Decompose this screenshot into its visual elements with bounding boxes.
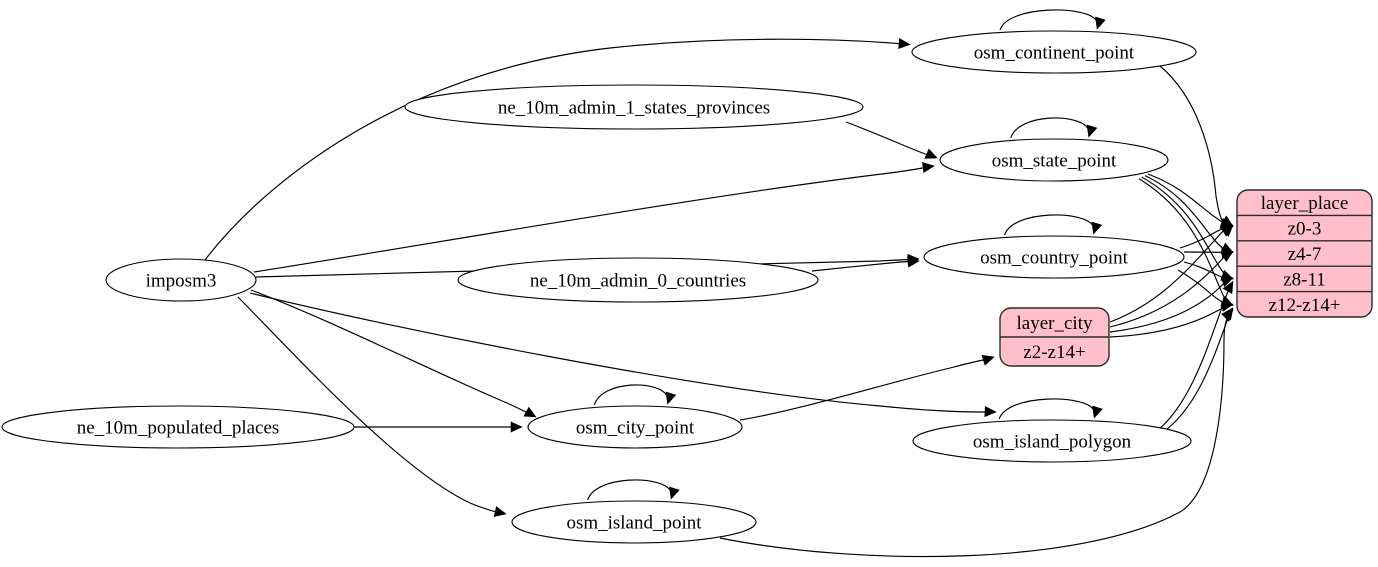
osm_city_point-label: osm_city_point <box>576 418 695 439</box>
self-loop-osm_island_polygon <box>998 398 1103 420</box>
osm_island_polygon-shape <box>912 419 1192 463</box>
edge-osm_island_point-to-layer_place-z12_z14 <box>719 309 1234 558</box>
node-osm_island_polygon[interactable]: osm_island_polygon <box>912 419 1192 463</box>
ne_10m_admin_1_states_provinces-label: ne_10m_admin_1_states_provinces <box>498 98 770 119</box>
layer_place-z0_3-label: z0-3 <box>1288 219 1322 240</box>
edge-ne_10m_admin_0_countries-to-osm_country_point <box>811 256 920 272</box>
record-node-layer_place[interactable]: layer_place z0-3 z4-7 z8-11 z12-z14+ <box>1236 189 1373 318</box>
layer_place-z8_11-label: z8-11 <box>1283 269 1326 290</box>
node-osm_continent_point[interactable]: osm_continent_point <box>911 30 1197 74</box>
self-loop-osm_city_point <box>593 384 677 406</box>
edge-osm_city_point-to-layer_city-z2 <box>739 355 995 421</box>
nodes-layer: imposm3 ne_10m_populated_places ne_10m_adm… <box>1 30 1197 544</box>
ne_10m_admin_0_countries-label: ne_10m_admin_0_countries <box>530 271 746 292</box>
node-osm_island_point[interactable]: osm_island_point <box>511 500 757 544</box>
osm_continent_point-shape <box>911 30 1197 74</box>
node-imposm3[interactable]: imposm3 <box>105 258 257 302</box>
edge-ne_10m_populated_places-to-osm_city_point <box>354 421 523 433</box>
edge-layer_city-to-layer_place-z4_7 <box>1109 251 1234 328</box>
self-loop-osm_continent_point <box>999 9 1106 31</box>
edge-imposm3-to-osm_state_point <box>253 161 935 273</box>
edge-imposm3-to-osm_continent_point <box>204 37 911 261</box>
osm_island_point-label: osm_island_point <box>566 513 702 534</box>
imposm3-label: imposm3 <box>146 271 217 292</box>
edge-imposm3-to-osm_island_point <box>237 296 507 517</box>
node-ne_10m_populated_places[interactable]: ne_10m_populated_places <box>1 405 355 449</box>
node-osm_state_point[interactable]: osm_state_point <box>939 138 1169 182</box>
osm_country_point-shape <box>923 235 1185 279</box>
record-node-layer_city[interactable]: layer_city z2-z14+ <box>999 307 1110 367</box>
self-loop-osm_state_point <box>1010 117 1098 139</box>
osm_country_point-label: osm_country_point <box>980 248 1128 269</box>
node-osm_city_point[interactable]: osm_city_point <box>527 405 743 449</box>
node-ne_10m_admin_1_states_provinces[interactable]: ne_10m_admin_1_states_provinces <box>404 84 864 130</box>
edge-imposm3-to-osm_island_polygon <box>249 292 997 418</box>
osm_state_point-label: osm_state_point <box>992 151 1117 172</box>
layer_city-title-label: layer_city <box>1017 313 1093 334</box>
edge-imposm3-to-osm_city_point <box>250 289 537 418</box>
osm_island_polygon-label: osm_island_polygon <box>973 432 1132 453</box>
self-loop-osm_country_point <box>1004 214 1103 236</box>
edge-layer_city-to-layer_place-z0_3 <box>1109 224 1234 323</box>
edge-layer_city-to-layer_place-z8_11 <box>1109 276 1234 333</box>
layer_place-body <box>1236 189 1373 318</box>
ne_10m_admin_0_countries-shape <box>457 257 819 303</box>
edges-layer <box>204 9 1234 558</box>
layer_place-title-label: layer_place <box>1261 193 1349 214</box>
records-layer: layer_city z2-z14+ layer_place z0-3 z4-7 z8-1… <box>999 189 1373 367</box>
layer_city-z2-label: z2-z14+ <box>1023 342 1085 363</box>
node-osm_country_point[interactable]: osm_country_point <box>923 235 1185 279</box>
edge-osm_state_point-to-layer_place-z0_3 <box>1147 173 1234 227</box>
imposm3-shape <box>105 258 257 302</box>
osm_city_point-shape <box>527 405 743 449</box>
node-ne_10m_admin_0_countries[interactable]: ne_10m_admin_0_countries <box>457 257 819 303</box>
layer_place-z12_z14-label: z12-z14+ <box>1269 295 1341 316</box>
ne_10m_admin_1_states_provinces-shape <box>404 84 864 130</box>
layer_place-z4_7-label: z4-7 <box>1288 244 1322 265</box>
osm_state_point-shape <box>939 138 1169 182</box>
edge-layer_city-to-layer_place-z12_z14 <box>1109 300 1234 338</box>
osm_island_point-shape <box>511 500 757 544</box>
edge-osm_island_polygon-to-layer_place-z8_11 <box>1157 280 1234 431</box>
osm_continent_point-label: osm_continent_point <box>974 43 1135 64</box>
ne_10m_populated_places-label: ne_10m_populated_places <box>77 418 280 439</box>
ne_10m_populated_places-shape <box>1 405 355 449</box>
self-loop-osm_island_point <box>587 479 680 501</box>
edge-ne_10m_admin_1_states_provinces-to-osm_state_point <box>845 121 938 159</box>
